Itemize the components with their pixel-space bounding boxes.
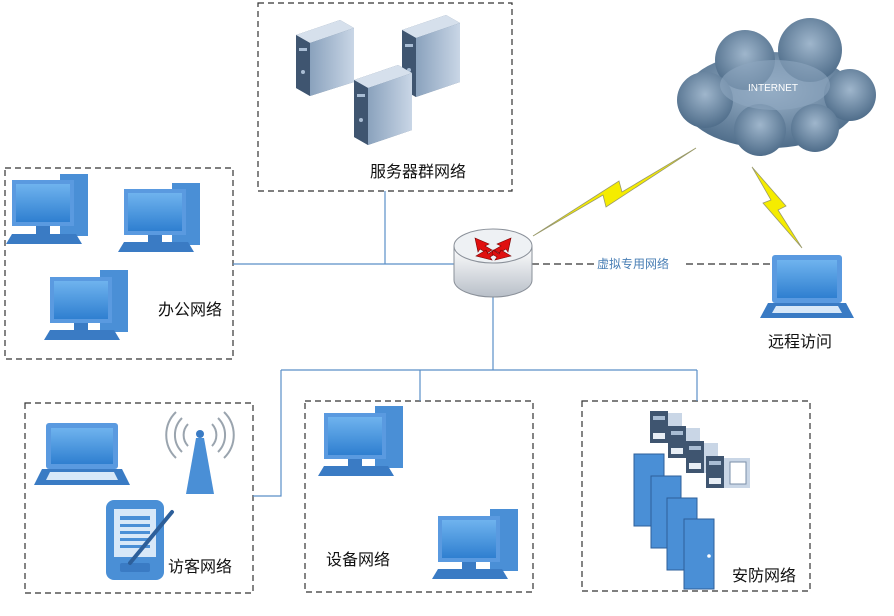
wireless-antenna-icon[interactable]: [165, 411, 235, 494]
server-zone-box: [257, 2, 513, 192]
security-door-icon[interactable]: [633, 453, 715, 590]
laptop-icon[interactable]: [34, 423, 130, 485]
guest-zone-box: [24, 402, 254, 594]
security-zone-box: [581, 400, 811, 592]
router-icon[interactable]: [453, 228, 533, 298]
desktop-computer-icon[interactable]: [432, 509, 518, 579]
internet-label: INTERNET: [748, 83, 798, 94]
vpn-label-bg: [594, 255, 684, 272]
office-zone-label: 办公网络: [158, 300, 222, 319]
remote-label: 远程访问: [768, 332, 832, 351]
network-links: [233, 191, 698, 497]
guest-zone-label: 访客网络: [168, 557, 232, 576]
lightning-bolt-remote[interactable]: [751, 166, 803, 249]
security-server-rack-icon[interactable]: [650, 411, 750, 488]
server-zone-label: 服务器群网络: [370, 162, 466, 181]
desktop-computer-icon[interactable]: [44, 270, 128, 340]
desktop-computer-icon[interactable]: [318, 406, 403, 476]
desktop-computer-icon[interactable]: [118, 183, 200, 252]
vpn-label: 虚拟专用网络: [597, 256, 669, 271]
lightning-bolt-router[interactable]: [532, 147, 697, 237]
pda-tablet-icon[interactable]: [106, 500, 174, 580]
internet-cloud-icon[interactable]: [677, 18, 876, 156]
server-icon-3[interactable]: [354, 65, 412, 145]
security-zone-label: 安防网络: [732, 566, 796, 585]
device-zone-label: 设备网络: [326, 550, 390, 569]
device-zone-box: [304, 400, 534, 593]
remote-laptop-icon[interactable]: [760, 255, 854, 318]
server-icon-1[interactable]: [296, 20, 354, 96]
desktop-computer-icon[interactable]: [6, 174, 88, 244]
